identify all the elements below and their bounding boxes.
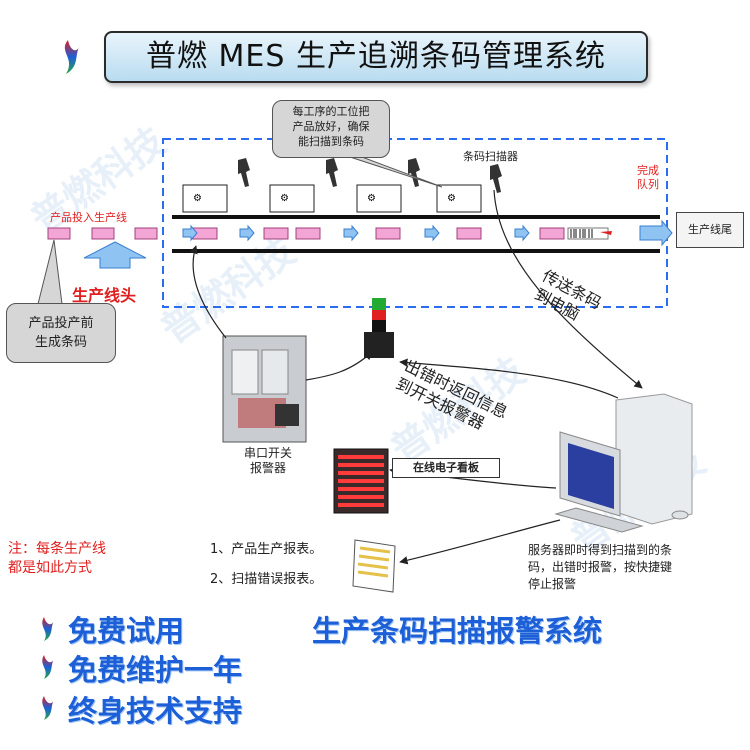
line-input-label: 产品投入生产线 — [50, 211, 127, 224]
line-head-arrow — [83, 241, 147, 269]
scanner-icon — [238, 158, 502, 193]
bullet-flame-icon — [42, 617, 54, 720]
barcode-callout-line-2: 生成条码 — [34, 335, 87, 350]
cabinet-to-light-arrow — [305, 351, 373, 381]
board-label: 在线电子看板 — [392, 458, 500, 478]
svg-text:⚙: ⚙ — [280, 193, 289, 204]
feature-free-maintenance: 免费维护一年 — [68, 653, 243, 687]
flow-arrows — [182, 219, 673, 247]
station-callout: 每工序的工位把 产品放好，确保 能扫描到条码 — [272, 100, 390, 158]
serial-switch-line-1: 串口开关 — [244, 446, 293, 460]
serial-switch-line-2: 报警器 — [250, 461, 287, 475]
pc-to-light-line — [399, 358, 619, 399]
note-line-1: 注：每条生产线 — [8, 541, 106, 557]
svg-text:⚙: ⚙ — [367, 193, 376, 204]
report-document-icon — [352, 539, 396, 593]
workstation-4: ⚙ — [436, 184, 482, 213]
callout-line-3: 能扫描到条码 — [298, 135, 364, 148]
report-item-1: 1、产品生产报表。 — [210, 542, 323, 557]
workstation-3: ⚙ — [356, 184, 402, 213]
feature-free-trial: 免费试用 — [68, 614, 185, 648]
done-queue-label-1: 完成 — [637, 164, 659, 177]
products-on-line — [47, 227, 565, 240]
callout-pointer — [349, 156, 443, 188]
server-line-1: 服务器即时得到扫描到的条 — [528, 543, 673, 557]
feature-lifetime-support: 终身技术支持 — [68, 694, 243, 728]
line-area-dashed-box — [162, 138, 668, 308]
line-tail-box: 生产线尾 — [676, 212, 744, 248]
server-computer-icon — [554, 393, 693, 533]
server-description: 服务器即时得到扫描到的条 码，出错时报警，按快捷键 停止报警 — [528, 542, 748, 593]
scanner-to-pc-line — [493, 189, 643, 389]
barcode-callout: 产品投产前 生成条码 — [6, 303, 116, 363]
barcode-callout-pointer — [37, 239, 63, 305]
page-title: 普燃 MES 生产追溯条码管理系统 — [104, 31, 648, 83]
server-line-2: 码，出错时报警，按快捷键 — [528, 560, 673, 574]
callout-line-1: 每工序的工位把 — [292, 105, 370, 118]
pc-to-report-line — [399, 519, 561, 565]
slogan: 生产条码扫描报警系统 — [312, 614, 603, 648]
workstation-1: ⚙ — [182, 184, 228, 213]
scanner-label: 条码扫描器 — [463, 150, 518, 163]
workstation-2: ⚙ — [269, 184, 315, 213]
serial-switch-label: 串口开关 报警器 — [244, 446, 292, 476]
led-board — [333, 448, 389, 514]
svg-text:⚙: ⚙ — [447, 193, 456, 204]
done-queue-label-2: 队列 — [637, 178, 659, 191]
note-line-2: 都是如此方式 — [8, 560, 92, 576]
barcode-callout-line-1: 产品投产前 — [28, 316, 94, 331]
line-head-label: 生产线头 — [72, 286, 137, 305]
report-item-2: 2、扫描错误报表。 — [210, 572, 323, 587]
callout-line-2: 产品放好，确保 — [292, 120, 370, 133]
logo-icon — [64, 40, 80, 74]
note-text: 注：每条生产线 都是如此方式 — [8, 540, 106, 578]
svg-text:⚙: ⚙ — [193, 193, 202, 204]
switch-cabinet-photo — [222, 335, 307, 443]
cabinet-to-line-arrow — [189, 245, 227, 339]
barcode-icon — [567, 227, 612, 240]
server-line-3: 停止报警 — [528, 577, 577, 591]
